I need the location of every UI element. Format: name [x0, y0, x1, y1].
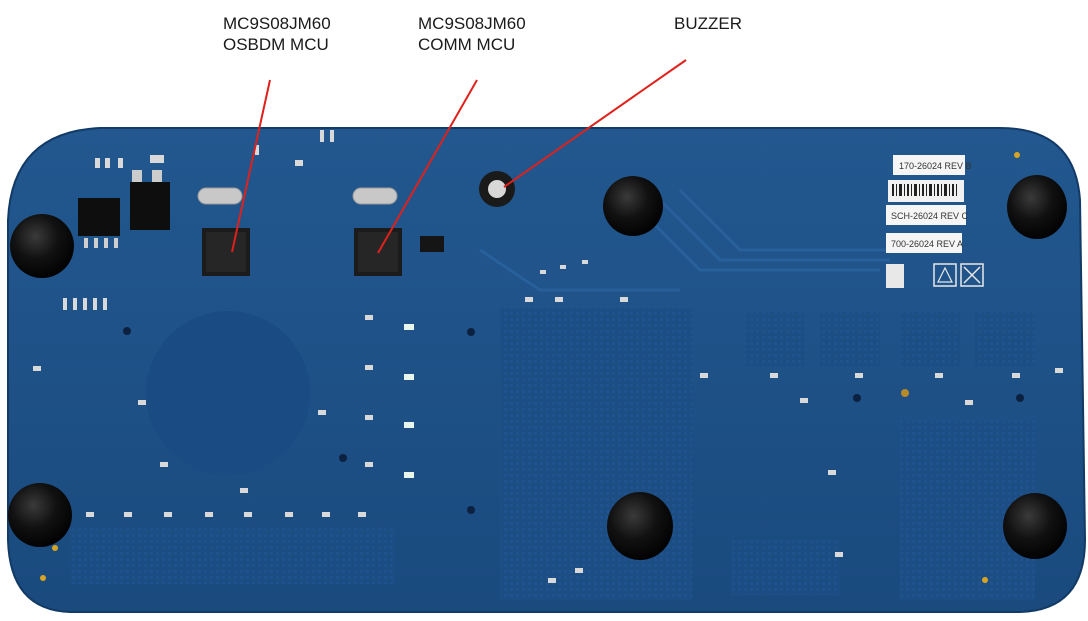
comm-callout-role: COMM MCU — [418, 35, 516, 54]
rubber-foot — [607, 492, 673, 560]
rubber-feet — [8, 175, 1067, 560]
pcb-ground-plane — [745, 312, 805, 367]
board-label-170-text: 170-26024 REV B — [899, 161, 972, 171]
osbdm-mcu-callout: MC9S08JM60 OSBDM MCU — [223, 13, 331, 55]
pcb-ground-plane — [975, 312, 1035, 367]
pcb-traces — [479, 188, 900, 292]
warning-triangle-icon — [937, 266, 953, 283]
board-label-sch: SCH-26024 REV C — [886, 205, 969, 225]
rubber-foot — [603, 176, 663, 236]
status-leds — [404, 324, 414, 478]
weee-bin-icon — [963, 266, 981, 284]
crystal-oscillator — [352, 187, 398, 205]
voltage-regulator — [78, 198, 120, 236]
osbdm-callout-line — [231, 79, 271, 253]
rubber-foot — [10, 214, 74, 278]
pcb-ground-plane — [730, 540, 840, 595]
buzzer-callout: BUZZER — [674, 13, 742, 34]
osbdm-mcu-chip — [202, 228, 250, 276]
pcb-ground-plane — [900, 312, 960, 367]
regulator-tab — [152, 170, 162, 182]
buzzer-callout-label: BUZZER — [674, 14, 742, 33]
pcb-ground-plane — [70, 528, 395, 584]
barcode-sticker — [888, 180, 964, 202]
smd-components — [33, 130, 1063, 583]
buzzer-callout-line — [503, 59, 687, 188]
compliance-marks — [886, 263, 984, 288]
crystal-oscillator — [197, 187, 243, 205]
gold-vias — [40, 152, 1020, 583]
rubber-foot — [8, 483, 72, 547]
comm-mcu-callout: MC9S08JM60 COMM MCU — [418, 13, 526, 55]
board-label-sch-text: SCH-26024 REV C — [891, 211, 969, 221]
pcb-circle-pad — [146, 311, 310, 475]
board-label-700-text: 700-26024 REV A — [891, 239, 963, 249]
mounting-holes — [123, 327, 1024, 514]
callout-lines — [231, 59, 687, 254]
pcb-ground-plane — [820, 312, 880, 367]
regulator-tab — [132, 170, 142, 182]
buzzer-label-sticker — [488, 180, 506, 198]
pcb-ground-plane — [500, 308, 692, 600]
comm-callout-line — [377, 79, 478, 254]
osbdm-callout-role: OSBDM MCU — [223, 35, 329, 54]
regulator-pins — [84, 238, 118, 248]
rubber-foot — [1007, 175, 1067, 239]
small-ic — [420, 236, 444, 252]
board-label-700: 700-26024 REV A — [886, 233, 963, 253]
voltage-regulator — [130, 182, 170, 230]
board-label-170: 170-26024 REV B — [893, 155, 972, 175]
comm-callout-part: MC9S08JM60 — [418, 14, 526, 33]
osbdm-callout-part: MC9S08JM60 — [223, 14, 331, 33]
rubber-foot — [1003, 493, 1067, 559]
